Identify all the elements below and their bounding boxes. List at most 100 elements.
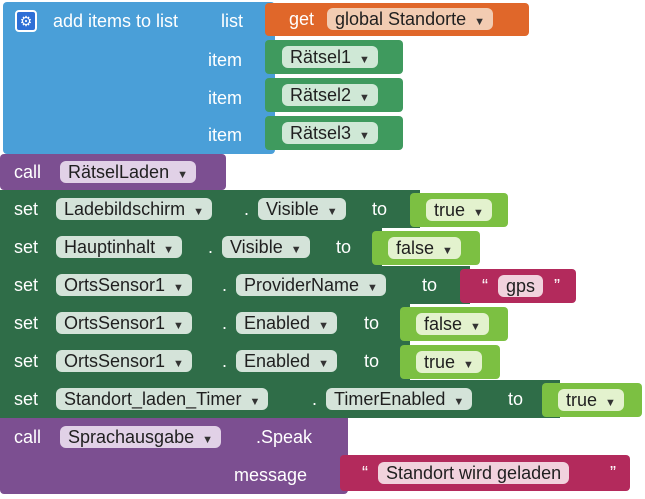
set-label: set xyxy=(14,237,39,257)
dropdown-arrow-icon: ▼ xyxy=(249,396,261,408)
logic-dropdown[interactable]: false▼ xyxy=(388,237,461,259)
dropdown-arrow-icon: ▼ xyxy=(326,206,338,218)
dropdown-arrow-icon: ▼ xyxy=(173,282,184,294)
text-block-item-1[interactable]: Rätsel1 ▼ xyxy=(265,40,403,74)
dropdown-arrow-icon: ▼ xyxy=(359,92,370,104)
string-value[interactable]: gps xyxy=(498,275,544,297)
text-content: Rätsel3 xyxy=(290,123,352,143)
string-block-gps[interactable]: “ gps ” xyxy=(460,269,576,303)
to-label: to xyxy=(372,199,388,219)
component-dropdown[interactable]: OrtsSensor1 ▼ xyxy=(56,274,192,296)
set-block-ortssensor-providername[interactable]: set OrtsSensor1 ▼ . ProviderName▼ to xyxy=(0,266,470,304)
variable-dropdown[interactable]: global Standorte▼ xyxy=(327,8,493,30)
logic-dropdown[interactable]: false▼ xyxy=(416,313,489,335)
quote-open: “ xyxy=(362,463,368,483)
dropdown-arrow-icon: ▼ xyxy=(173,320,184,332)
item-label-2: item xyxy=(208,88,243,108)
dropdown-arrow-icon: ▼ xyxy=(473,207,484,219)
method-label: .Speak xyxy=(256,427,313,447)
property-dropdown[interactable]: TimerEnabled ▼ xyxy=(326,388,473,410)
component-dropdown[interactable]: Standort_laden_Timer▼ xyxy=(56,388,269,410)
dropdown-arrow-icon: ▼ xyxy=(359,54,370,66)
set-label: set xyxy=(14,275,39,295)
item-label-1: item xyxy=(208,50,243,70)
component-dropdown[interactable]: Ladebildschirm▼ xyxy=(56,198,212,220)
set-label: set xyxy=(14,199,39,219)
logic-dropdown[interactable]: true▼ xyxy=(426,199,492,221)
to-label: to xyxy=(422,275,438,295)
property-dropdown[interactable]: Enabled▼ xyxy=(236,350,337,372)
string-block-message[interactable]: “ Standort wird geladen ” xyxy=(340,455,630,491)
text-block-item-2[interactable]: Rätsel2 ▼ xyxy=(265,78,403,112)
set-label: set xyxy=(14,313,39,333)
component-dropdown[interactable]: Hauptinhalt▼ xyxy=(56,236,182,258)
call-speak-block[interactable]: call Sprachausgabe ▼ .Speak message xyxy=(0,418,348,494)
quote-close: ” xyxy=(554,276,560,296)
logic-dropdown[interactable]: true▼ xyxy=(416,351,482,373)
dropdown-arrow-icon: ▼ xyxy=(442,245,453,257)
dot-label: . xyxy=(312,389,318,409)
property-dropdown[interactable]: Enabled▼ xyxy=(236,312,337,334)
property-dropdown[interactable]: Visible▼ xyxy=(258,198,346,220)
text-content: Rätsel2 xyxy=(290,85,352,105)
set-block-ortssensor-enabled-true[interactable]: set OrtsSensor1▼ . Enabled▼ to xyxy=(0,342,410,380)
property-name: Visible xyxy=(230,237,283,257)
dot-label: . xyxy=(244,199,250,219)
component-dropdown[interactable]: OrtsSensor1▼ xyxy=(56,350,192,372)
dot-label: . xyxy=(222,275,228,295)
property-dropdown[interactable]: ProviderName▼ xyxy=(236,274,386,296)
property-name: Enabled xyxy=(244,351,311,371)
quote-open: “ xyxy=(482,276,488,296)
logic-dropdown[interactable]: true ▼ xyxy=(558,389,624,411)
call-label: call xyxy=(14,427,42,447)
dropdown-arrow-icon: ▼ xyxy=(318,320,329,332)
string-value[interactable]: Standort wird geladen xyxy=(378,462,570,484)
component-dropdown[interactable]: OrtsSensor1▼ xyxy=(56,312,192,334)
message-label: message xyxy=(234,465,308,485)
add-items-to-list-block[interactable]: ⚙ add items to list list item item item xyxy=(3,2,275,154)
logic-block-true[interactable]: true▼ xyxy=(410,193,508,227)
string-content: gps xyxy=(506,276,536,296)
dropdown-arrow-icon: ▼ xyxy=(193,206,204,218)
logic-block-true-2[interactable]: true▼ xyxy=(400,345,500,379)
get-variable-block[interactable]: get global Standorte▼ xyxy=(265,3,529,36)
text-value-2[interactable]: Rätsel2 ▼ xyxy=(282,84,378,106)
property-dropdown[interactable]: Visible▼ xyxy=(222,236,310,258)
logic-block-true-3[interactable]: true ▼ xyxy=(542,383,642,417)
dropdown-arrow-icon: ▼ xyxy=(173,358,184,370)
dot-label: . xyxy=(222,351,228,371)
to-label: to xyxy=(336,237,352,257)
dropdown-arrow-icon: ▼ xyxy=(470,321,481,333)
procedure-dropdown[interactable]: RätselLaden ▼ xyxy=(60,161,196,183)
text-content: Rätsel1 xyxy=(290,47,352,67)
set-block-hauptinhalt-visible[interactable]: set Hauptinhalt▼ . Visible▼ to xyxy=(0,228,382,266)
dropdown-arrow-icon: ▼ xyxy=(453,396,465,408)
set-block-ortssensor-enabled-false[interactable]: set OrtsSensor1▼ . Enabled▼ to xyxy=(0,304,410,342)
to-label: to xyxy=(508,389,524,409)
text-value-3[interactable]: Rätsel3▼ xyxy=(282,122,378,144)
call-label: call xyxy=(14,162,42,182)
to-label: to xyxy=(364,351,380,371)
procedure-name: RätselLaden xyxy=(68,162,170,182)
dropdown-arrow-icon: ▼ xyxy=(202,434,213,446)
component-name: OrtsSensor1 xyxy=(64,275,166,295)
dropdown-arrow-icon: ▼ xyxy=(177,169,188,181)
set-block-timer-enabled[interactable]: set Standort_laden_Timer▼ . TimerEnabled… xyxy=(0,380,560,418)
variable-name: global Standorte xyxy=(335,9,467,29)
dropdown-arrow-icon: ▼ xyxy=(605,397,616,409)
logic-block-false[interactable]: false▼ xyxy=(372,231,480,265)
text-block-item-3[interactable]: Rätsel3▼ xyxy=(265,116,403,150)
gear-icon[interactable]: ⚙ xyxy=(15,10,37,32)
dot-label: . xyxy=(208,237,214,257)
string-content: Standort wird geladen xyxy=(386,463,562,483)
component-name: Sprachausgabe xyxy=(68,427,195,447)
property-name: TimerEnabled xyxy=(334,389,446,409)
dropdown-arrow-icon: ▼ xyxy=(163,244,174,256)
call-raetselladen-block[interactable]: call RätselLaden ▼ xyxy=(0,154,226,190)
set-label: set xyxy=(14,389,39,409)
logic-block-false-2[interactable]: false▼ xyxy=(400,307,508,341)
set-block-ladebildschirm-visible[interactable]: set Ladebildschirm▼ . Visible▼ to xyxy=(0,190,420,228)
logic-value: true xyxy=(566,390,598,410)
text-value-1[interactable]: Rätsel1 ▼ xyxy=(282,46,378,68)
component-dropdown[interactable]: Sprachausgabe ▼ xyxy=(60,426,221,448)
